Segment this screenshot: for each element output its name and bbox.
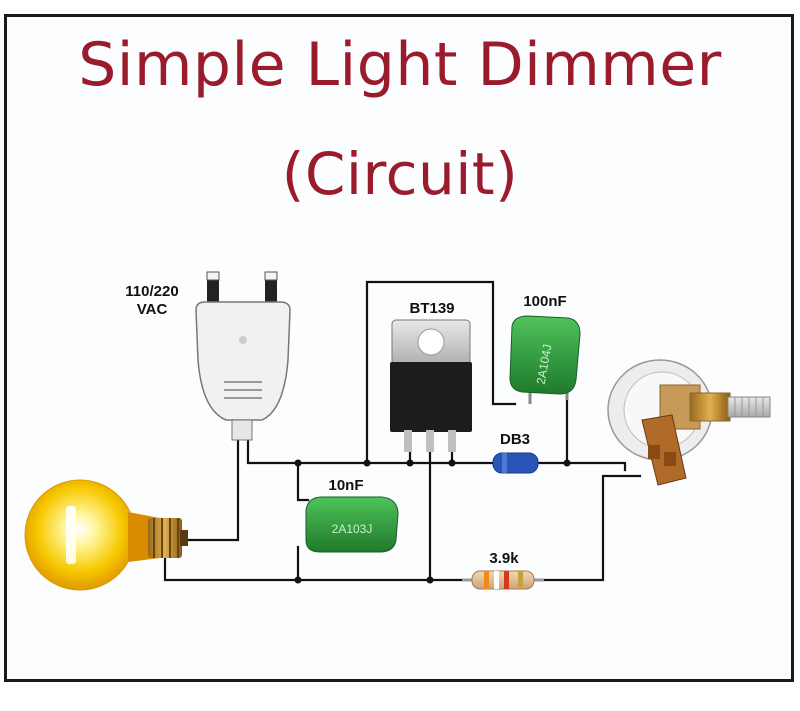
triac-bt139 [390, 319, 472, 452]
junctions [294, 459, 571, 584]
wire-plug-left [183, 438, 240, 542]
diagram-subtitle: (Circuit) [281, 140, 519, 208]
potentiometer [607, 359, 771, 486]
wire-plug-right [246, 438, 497, 465]
wire-left-cap-top [296, 461, 310, 502]
diac-db3 [492, 452, 539, 474]
resistor-label: 3.9k [489, 550, 519, 567]
supply-label-line1: 110/220 [125, 283, 178, 300]
wire-triac-loop [365, 280, 517, 465]
cap-top-label: 100nF [523, 293, 566, 310]
light-bulb [24, 479, 188, 591]
triac-label: BT139 [409, 300, 454, 317]
power-plug [195, 271, 291, 441]
cap-bottom-label: 10nF [328, 477, 363, 494]
cap-top-marking: 2A104J [534, 343, 555, 386]
wire-diac-to-pot [535, 461, 627, 472]
supply-label-line2: VAC [137, 301, 168, 318]
capacitor-10nf: 2A103J [305, 496, 399, 553]
cap-bottom-marking: 2A103J [332, 522, 373, 536]
diac-label: DB3 [500, 431, 530, 448]
wire-resistor-right [538, 474, 642, 582]
capacitor-100nf: 2A104J [509, 315, 581, 404]
diagram-title: Simple Light Dimmer [78, 30, 722, 100]
resistor-3-9k [462, 570, 544, 590]
